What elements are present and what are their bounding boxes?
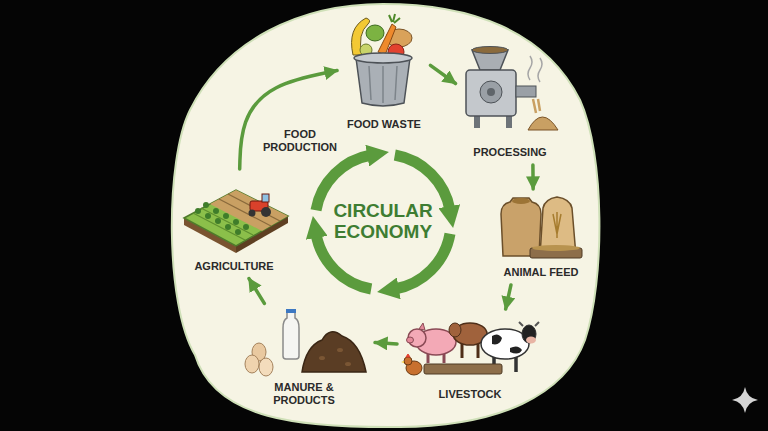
stage-node: ANIMAL FEED [492,192,590,282]
farm-products-icon-part [345,362,351,366]
node-label: ANIMAL FEED [504,266,579,279]
grinder-icon-part [487,88,495,96]
stage-node: LIVESTOCK [400,312,540,404]
waste-bin-icon [352,14,412,106]
waste-bin-icon-part [354,53,412,63]
farm-field-icon-part [219,194,280,226]
feed-sacks-icon-part [532,245,580,251]
farm-field-icon-part [262,194,269,202]
farm-field-icon-part-part [213,208,219,214]
livestock-icon-part [407,337,414,343]
node-label: FOOD WASTE [347,118,421,131]
farm-field-icon-part-part [225,224,231,230]
farm-field-icon-part-part [223,213,229,219]
flow-arrow [375,343,397,344]
grinder-icon-part [533,99,540,113]
livestock-icon-part [492,334,522,353]
cycle-ring-part [395,234,450,289]
cycle-ring [316,155,450,289]
farm-products-icon-part [319,356,325,360]
waste-bin-icon-part [356,58,410,106]
flow-arrow [249,279,264,304]
grinder-icon-part [472,47,508,54]
farm-field-icon-part-part [233,219,239,225]
flow-arrow [506,285,511,309]
farm-field-icon-part-part [195,208,201,214]
grinder-icon [466,47,558,131]
farm-products-icon-part [283,312,299,359]
grinder-icon-part [480,81,502,103]
grinder-icon-part [528,56,542,82]
farm-products-icon-part [245,355,259,373]
waste-bin-icon-part [366,25,384,41]
farm-field-icon-part [195,202,249,235]
sparkle-mark [732,387,758,413]
farm-products-icon-part [302,332,366,372]
farm-field-icon-part-part [215,218,221,224]
flow-arrow [240,71,337,169]
farm-products-icon-part [259,358,273,376]
cycle-ring-part [316,234,371,289]
farm-products-icon-part [286,309,296,313]
livestock-icon-part [526,337,536,344]
farm-field-icon-part-part [203,202,209,208]
livestock-icon-part [522,325,536,343]
livestock-icon-part [404,357,412,365]
livestock-icon-part [424,364,502,374]
edge-label: FOOD PRODUCTION [262,128,338,154]
livestock-icon-part [401,361,404,363]
node-label: PROCESSING [473,146,546,159]
grinder-icon-part [516,86,536,97]
farm-field-icon-part [261,207,271,217]
stage-node: AGRICULTURE [178,172,290,276]
livestock-icon-part [462,344,478,358]
farm-field-icon-part [249,210,256,217]
grinder-icon-part [528,117,558,130]
stage-node: MANURE & PRODUCTS [236,306,372,410]
node-label: MANURE & PRODUCTS [262,381,346,407]
waste-bin-icon-part [389,14,400,23]
feed-sacks-icon [501,197,582,258]
farm-field-icon-part-part [243,224,249,230]
farm-field-icon-part [193,208,253,240]
node-label: LIVESTOCK [439,388,502,401]
grinder-icon-part [466,70,516,116]
farm-field-icon-part-part [235,229,241,235]
livestock-icon [401,322,539,375]
node-label: AGRICULTURE [194,260,273,273]
livestock-icon-part [519,322,539,326]
cream-blob [172,4,600,427]
livestock-icon-part [419,323,425,330]
stage-node: PROCESSING [458,44,562,162]
feed-sacks-icon-part [553,212,561,238]
livestock-icon-part [449,323,461,337]
farm-field-icon-part [210,190,288,231]
center-title: CIRCULAR ECONOMY [318,201,448,243]
farm-field-icon-part-part [205,213,211,219]
farm-field-icon [184,190,288,253]
farm-products-icon [245,309,366,376]
stage-node: FOOD WASTE [340,6,428,134]
flow-arrow [430,65,455,83]
waste-bin-icon-part [369,66,397,103]
farm-field-icon-part [184,190,288,246]
feed-sacks-icon-part [512,198,530,204]
farm-products-icon-part [337,348,343,352]
flow-arrow [531,165,535,189]
livestock-icon-part [406,354,410,357]
